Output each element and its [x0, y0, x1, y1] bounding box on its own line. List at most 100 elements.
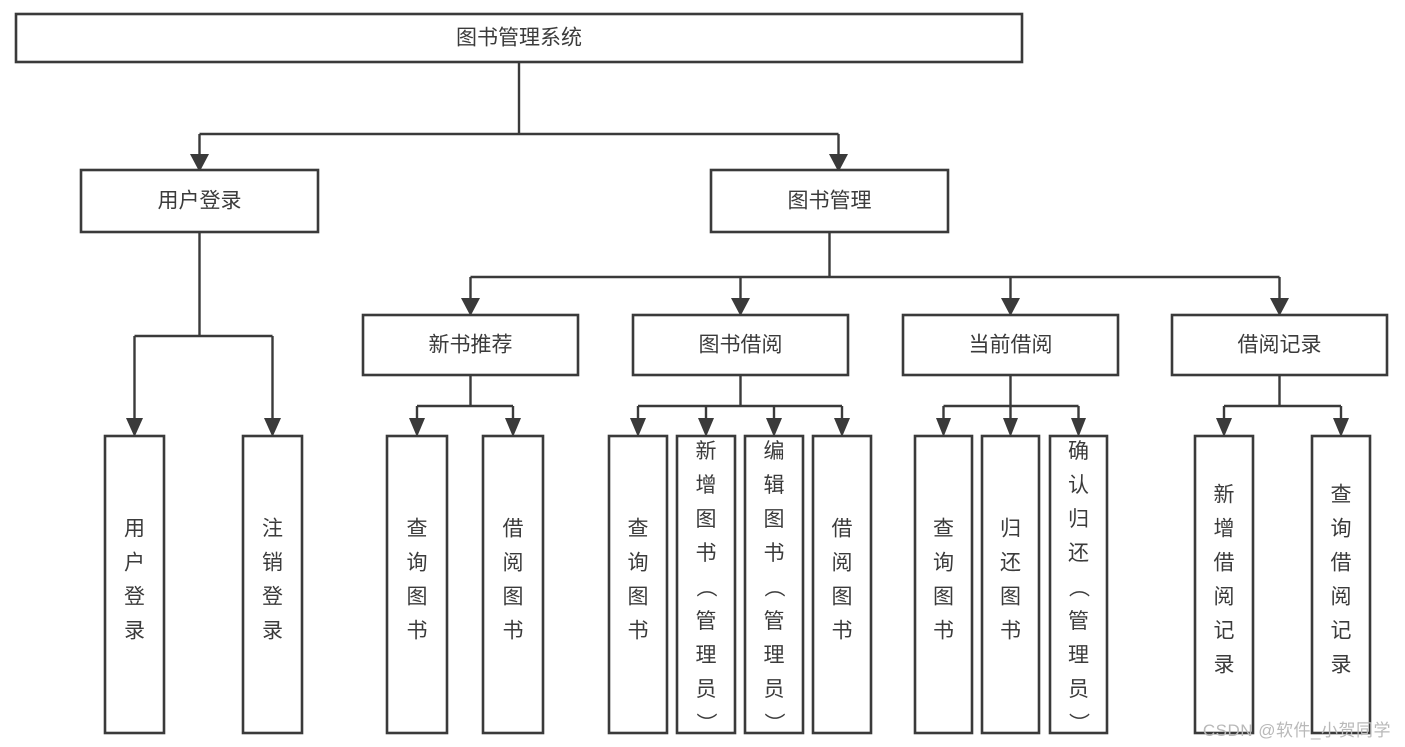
edge-borrow-book-branch — [636, 375, 844, 421]
edge-new-book-branch — [415, 375, 515, 421]
leaf-label-char: 员 — [764, 678, 785, 701]
node-new-book-recommend-box[interactable] — [361, 313, 580, 377]
leaf-box-5[interactable] — [675, 434, 737, 735]
node-user-login[interactable]: 用户登录 — [79, 168, 320, 234]
arrow-to-leaf-5 — [630, 418, 646, 437]
arrow-to-current-borrow — [1001, 298, 1020, 316]
leaf-box-7[interactable] — [811, 434, 873, 735]
leaf-label-char: 归 — [1068, 508, 1089, 531]
leaf-label-char: 查 — [407, 518, 428, 541]
node-current-borrow-box[interactable] — [901, 313, 1120, 377]
node-book-manage-box[interactable] — [709, 168, 950, 234]
leaf-box-1[interactable] — [241, 434, 304, 735]
leaf-label-char: 图 — [764, 508, 785, 531]
leaf-label-char: 辑 — [764, 474, 785, 497]
leaf-label-char: 管 — [696, 610, 717, 633]
leaf-label-char: 新 — [1214, 484, 1235, 507]
leaf-label-char: 图 — [503, 586, 524, 609]
leaf-label-char: 图 — [832, 586, 853, 609]
leaf-label-char: 认 — [1068, 474, 1089, 497]
node-borrow-record-box[interactable] — [1170, 313, 1389, 377]
leaf-box-4[interactable] — [607, 434, 669, 735]
leaf-box-9[interactable] — [980, 434, 1041, 735]
node-new-book-recommend-label: 新书推荐 — [429, 334, 513, 357]
leaf-label-char: 书 — [933, 620, 954, 643]
leaf-label-char: 销 — [262, 552, 283, 575]
leaf-label-char: 借 — [1214, 552, 1235, 575]
leaf-label-char: 询 — [1331, 518, 1352, 541]
leaf-label-char: 还 — [1000, 552, 1021, 575]
leaf-label-char: 员 — [696, 678, 717, 701]
leaf-label-char: 借 — [503, 518, 524, 541]
leaf-label-char: 增 — [696, 474, 717, 497]
leaf-box-10[interactable] — [1048, 434, 1109, 735]
leaf-label-char: 录 — [1331, 654, 1352, 677]
node-user-login-box[interactable] — [79, 168, 320, 234]
leaf-label-char: 录 — [1214, 654, 1235, 677]
leaf-label-char: 书 — [407, 620, 428, 643]
edges-layer — [133, 62, 1343, 421]
leaf-label-char: 管 — [764, 610, 785, 633]
node-user-login-label: 用户登录 — [158, 190, 242, 213]
leaf-label-char: 书 — [696, 542, 717, 565]
edge-borrow-record-branch — [1222, 375, 1343, 421]
leaf-label-char: 书 — [1000, 620, 1021, 643]
node-borrow-record-label: 借阅记录 — [1238, 334, 1322, 357]
arrow-to-book-manage — [829, 154, 848, 172]
leaf-label-char: 理 — [696, 644, 717, 667]
node-root-box[interactable] — [14, 12, 1024, 64]
leaf-box-6[interactable] — [743, 434, 805, 735]
node-book-borrow-box[interactable] — [631, 313, 850, 377]
arrow-to-new-book — [461, 298, 480, 316]
leaf-label-char: 询 — [933, 552, 954, 575]
leaf-label-char: 查 — [1331, 484, 1352, 507]
leaf-label-char: 记 — [1214, 620, 1235, 643]
node-borrow-record[interactable]: 借阅记录 — [1170, 313, 1389, 377]
leaf-label-char: 增 — [1214, 518, 1235, 541]
leaf-box-12[interactable] — [1310, 434, 1372, 735]
node-current-borrow[interactable]: 当前借阅 — [901, 313, 1120, 377]
edge-root-trunk — [198, 62, 840, 156]
arrow-to-leaf-13 — [1333, 418, 1349, 437]
leaf-label-char: （ — [694, 577, 717, 598]
leaf-label-char: 借 — [1331, 552, 1352, 575]
leaf-label-char: 登 — [262, 586, 283, 609]
leaf-box-0[interactable] — [103, 434, 166, 735]
node-root-label: 图书管理系统 — [456, 27, 582, 50]
arrow-to-leaf-11 — [1071, 418, 1086, 437]
node-root[interactable]: 图书管理系统 — [14, 12, 1024, 64]
leaf-label-char: 还 — [1068, 542, 1089, 565]
node-book-borrow[interactable]: 图书借阅 — [631, 313, 850, 377]
edge-user-login-branch — [133, 232, 274, 420]
leaf-label-char: 录 — [262, 620, 283, 643]
arrow-to-leaf-1 — [126, 418, 143, 437]
leaf-label-char: 阅 — [503, 552, 524, 575]
leaf-label-char: 图 — [696, 508, 717, 531]
leaf-box-2[interactable] — [385, 434, 449, 735]
leaf-label-char: 图 — [933, 586, 954, 609]
leaf-label-char: 图 — [628, 586, 649, 609]
leaf-label-char: 记 — [1331, 620, 1352, 643]
arrow-to-leaf-10 — [1003, 418, 1018, 437]
leaf-label-char: 询 — [628, 552, 649, 575]
leaf-box-3[interactable] — [481, 434, 545, 735]
leaf-box-8[interactable] — [913, 434, 974, 735]
leaf-label-char: ） — [694, 713, 717, 734]
leaf-label-char: 新 — [696, 440, 717, 463]
leaf-box-11[interactable] — [1193, 434, 1255, 735]
leaf-label-char: 查 — [933, 518, 954, 541]
arrowheads-layer — [126, 154, 1349, 437]
arrow-to-leaf-4 — [505, 418, 521, 437]
leaf-label-char: 书 — [628, 620, 649, 643]
leaf-label-char: （ — [1067, 577, 1090, 598]
leaf-label-char: ） — [762, 713, 785, 734]
node-new-book-recommend[interactable]: 新书推荐 — [361, 313, 580, 377]
node-book-manage[interactable]: 图书管理 — [709, 168, 950, 234]
